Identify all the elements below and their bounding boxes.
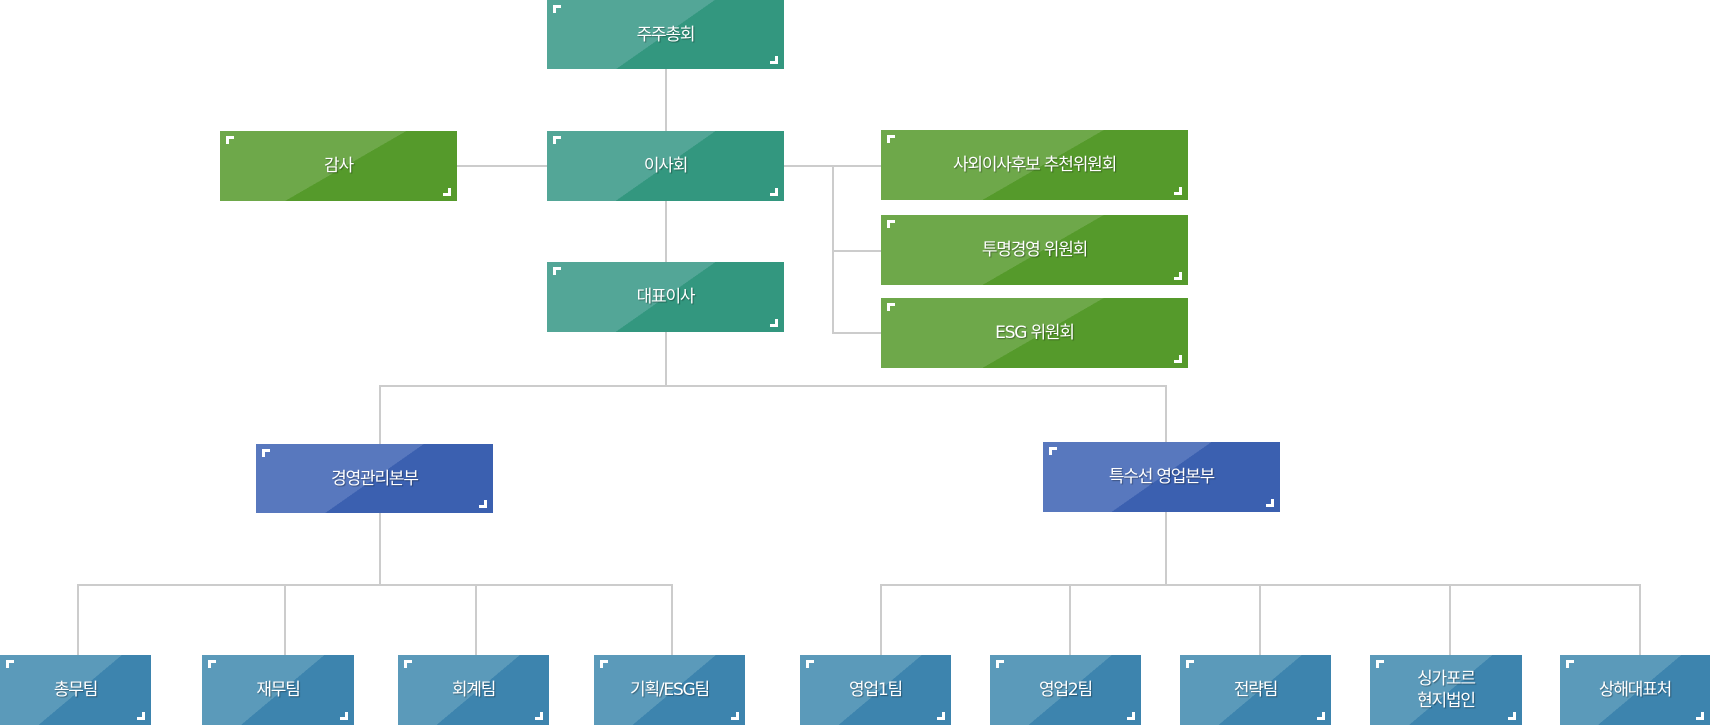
connector-board-ceo bbox=[665, 201, 667, 262]
corner-mark-icon bbox=[887, 135, 895, 143]
node-label: 주주총회 bbox=[636, 24, 696, 45]
corner-mark-icon bbox=[340, 712, 348, 720]
connector-committee-trunk bbox=[832, 165, 834, 333]
corner-mark-icon bbox=[443, 188, 451, 196]
node-label: 상해대표처 bbox=[1598, 680, 1672, 700]
corner-mark-icon bbox=[770, 319, 778, 327]
node-label: 사외이사후보 추천위원회 bbox=[952, 155, 1117, 175]
corner-mark-icon bbox=[553, 5, 561, 13]
corner-mark-icon bbox=[1317, 712, 1325, 720]
corner-mark-icon bbox=[6, 660, 14, 668]
node-committee[interactable]: 투명경영 위원회 bbox=[881, 215, 1188, 285]
connector-shareholders-board bbox=[665, 69, 667, 131]
corner-mark-icon bbox=[1186, 660, 1194, 668]
connector-committee-3 bbox=[832, 332, 881, 334]
node-label: 회계팀 bbox=[451, 680, 497, 700]
corner-mark-icon bbox=[226, 136, 234, 144]
node-team[interactable]: 영업2팀 bbox=[990, 655, 1141, 725]
corner-mark-icon bbox=[1127, 712, 1135, 720]
node-team[interactable]: 싱가포르 현지법인 bbox=[1370, 655, 1522, 725]
corner-mark-icon bbox=[731, 712, 739, 720]
node-label: 투명경영 위원회 bbox=[981, 240, 1089, 260]
node-label: 영업1팀 bbox=[849, 680, 903, 700]
corner-mark-icon bbox=[1508, 712, 1516, 720]
node-team[interactable]: 영업1팀 bbox=[800, 655, 951, 725]
connector-division-1 bbox=[379, 385, 381, 444]
connector-committee-2 bbox=[832, 250, 881, 252]
corner-mark-icon bbox=[1696, 712, 1704, 720]
connector-teams-left-bar bbox=[77, 584, 673, 586]
node-team[interactable]: 전략팀 bbox=[1180, 655, 1331, 725]
node-label: 재무팀 bbox=[256, 680, 301, 700]
node-label: 기획/ESG팀 bbox=[630, 680, 710, 700]
node-label: 싱가포르 현지법인 bbox=[1417, 669, 1476, 711]
node-committee[interactable]: ESG 위원회 bbox=[881, 298, 1188, 368]
node-team[interactable]: 기획/ESG팀 bbox=[594, 655, 745, 725]
connector-ceo-down bbox=[665, 332, 667, 387]
corner-mark-icon bbox=[1174, 272, 1182, 280]
corner-mark-icon bbox=[479, 500, 487, 508]
corner-mark-icon bbox=[1566, 660, 1574, 668]
node-team[interactable]: 재무팀 bbox=[202, 655, 354, 725]
connector-team bbox=[1449, 584, 1451, 655]
node-label: 전략팀 bbox=[1233, 680, 1279, 700]
node-label: 영업2팀 bbox=[1039, 680, 1093, 700]
corner-mark-icon bbox=[137, 712, 145, 720]
corner-mark-icon bbox=[1376, 660, 1384, 668]
corner-mark-icon bbox=[996, 660, 1004, 668]
node-division[interactable]: 특수선 영업본부 bbox=[1043, 442, 1280, 512]
corner-mark-icon bbox=[208, 660, 216, 668]
node-label: 대표이사 bbox=[636, 287, 696, 307]
corner-mark-icon bbox=[600, 660, 608, 668]
corner-mark-icon bbox=[1174, 355, 1182, 363]
connector-team bbox=[284, 584, 286, 655]
node-division[interactable]: 경영관리본부 bbox=[256, 444, 493, 513]
connector-division1-down bbox=[379, 513, 381, 585]
node-label: 특수선 영업본부 bbox=[1108, 467, 1216, 487]
node-ceo[interactable]: 대표이사 bbox=[547, 262, 784, 332]
corner-mark-icon bbox=[806, 660, 814, 668]
corner-mark-icon bbox=[887, 303, 895, 311]
corner-mark-icon bbox=[404, 660, 412, 668]
node-committee[interactable]: 사외이사후보 추천위원회 bbox=[881, 130, 1188, 200]
corner-mark-icon bbox=[553, 136, 561, 144]
corner-mark-icon bbox=[937, 712, 945, 720]
corner-mark-icon bbox=[535, 712, 543, 720]
connector-division2-down bbox=[1165, 512, 1167, 585]
corner-mark-icon bbox=[887, 220, 895, 228]
node-label: 총무팀 bbox=[53, 680, 99, 700]
corner-mark-icon bbox=[553, 267, 561, 275]
node-board-of-directors[interactable]: 이사회 bbox=[547, 131, 784, 201]
node-label: ESG 위원회 bbox=[995, 323, 1075, 343]
node-team[interactable]: 상해대표처 bbox=[1560, 655, 1710, 725]
corner-mark-icon bbox=[1266, 499, 1274, 507]
node-label: 이사회 bbox=[643, 156, 689, 176]
corner-mark-icon bbox=[1174, 187, 1182, 195]
node-team[interactable]: 회계팀 bbox=[398, 655, 549, 725]
node-auditor[interactable]: 감사 bbox=[220, 131, 457, 201]
connector-team bbox=[475, 584, 477, 655]
node-team[interactable]: 총무팀 bbox=[0, 655, 151, 725]
connector-team bbox=[1639, 584, 1641, 655]
connector-team bbox=[1259, 584, 1261, 655]
corner-mark-icon bbox=[1049, 447, 1057, 455]
connector-team bbox=[880, 584, 882, 655]
connector-team bbox=[1069, 584, 1071, 655]
corner-mark-icon bbox=[770, 188, 778, 196]
connector-auditor-board bbox=[457, 165, 547, 167]
corner-mark-icon bbox=[262, 449, 270, 457]
corner-mark-icon bbox=[770, 56, 778, 64]
node-label: 경영관리본부 bbox=[331, 468, 419, 489]
connector-team bbox=[77, 584, 79, 655]
node-shareholders-meeting[interactable]: 주주총회 bbox=[547, 0, 784, 69]
connector-division-2 bbox=[1165, 385, 1167, 442]
connector-team bbox=[671, 584, 673, 655]
connector-division-bar bbox=[379, 385, 1167, 387]
node-label: 감사 bbox=[324, 156, 354, 176]
